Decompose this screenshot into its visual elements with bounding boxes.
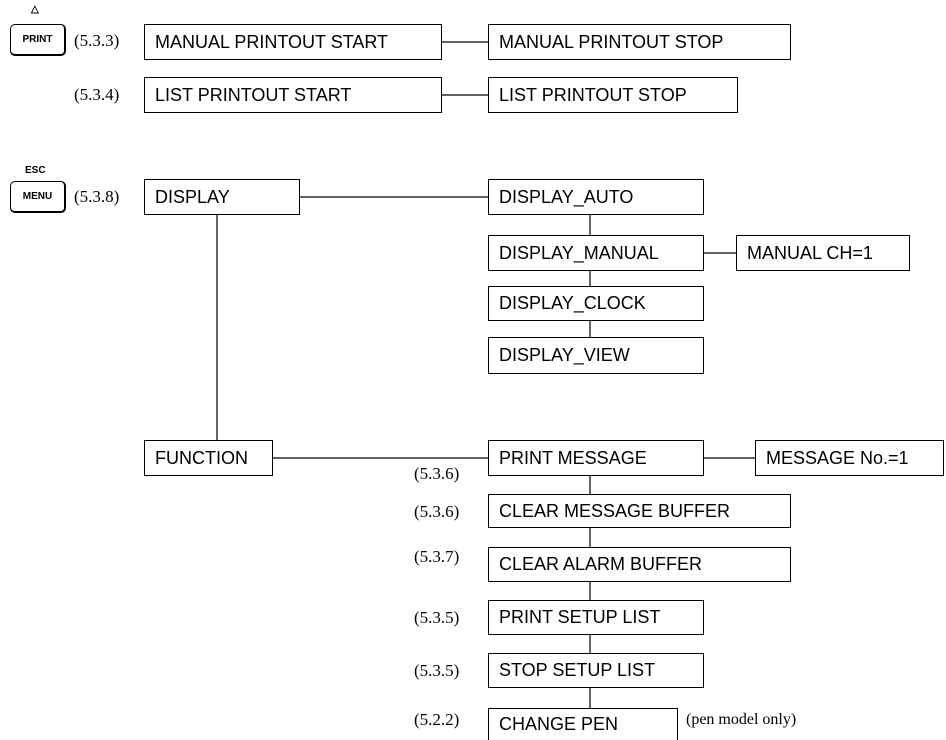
display-view-box: DISPLAY_VIEW [488, 337, 704, 374]
up-triangle-icon: △ [31, 4, 39, 15]
ref-clear-alarm: (5.3.7) [414, 547, 460, 566]
manual-ch-box: MANUAL CH=1 [736, 235, 910, 271]
print-key: PRINT [10, 24, 66, 56]
function-box: FUNCTION [144, 440, 273, 476]
menu-key: MENU [10, 181, 66, 213]
pen-model-note: (pen model only) [686, 711, 797, 728]
clear-message-buffer-box: CLEAR MESSAGE BUFFER [488, 494, 791, 528]
ref-stop-setup: (5.3.5) [414, 661, 460, 680]
display-auto-box: DISPLAY_AUTO [488, 179, 704, 215]
ref-print-setup: (5.3.5) [414, 608, 460, 627]
display-manual-box: DISPLAY_MANUAL [488, 235, 704, 271]
ref-manual-printout: (5.3.3) [74, 31, 120, 50]
manual-printout-start-box: MANUAL PRINTOUT START [144, 24, 442, 60]
esc-label: ESC [25, 165, 46, 176]
ref-change-pen: (5.2.2) [414, 710, 460, 729]
print-message-box: PRINT MESSAGE [488, 440, 704, 476]
list-printout-start-box: LIST PRINTOUT START [144, 77, 442, 113]
print-setup-list-box: PRINT SETUP LIST [488, 600, 704, 635]
manual-printout-stop-box: MANUAL PRINTOUT STOP [488, 24, 791, 60]
ref-clear-message: (5.3.6) [414, 502, 460, 521]
list-printout-stop-box: LIST PRINTOUT STOP [488, 77, 738, 113]
clear-alarm-buffer-box: CLEAR ALARM BUFFER [488, 547, 791, 582]
ref-display: (5.3.8) [74, 187, 120, 206]
ref-print-message: (5.3.6) [414, 464, 460, 483]
message-no-box: MESSAGE No.=1 [755, 440, 944, 476]
stop-setup-list-box: STOP SETUP LIST [488, 653, 704, 688]
display-clock-box: DISPLAY_CLOCK [488, 286, 704, 321]
display-box: DISPLAY [144, 179, 300, 215]
ref-list-printout: (5.3.4) [74, 85, 120, 104]
change-pen-box: CHANGE PEN [488, 708, 678, 740]
